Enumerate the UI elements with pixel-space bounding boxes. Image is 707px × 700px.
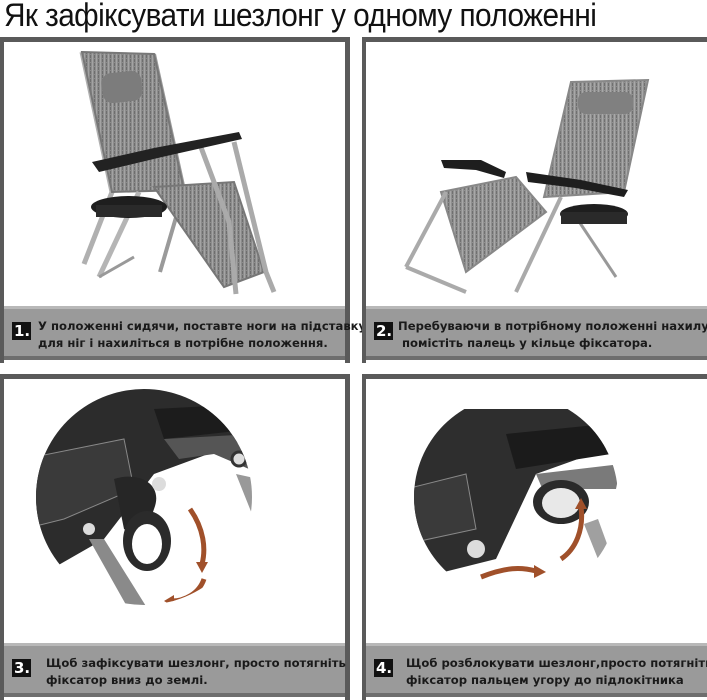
lock-lever-closeup-down-image [36, 389, 252, 605]
step-text-line: фіксатор пальцем угору до підлокітника [406, 673, 684, 687]
lock-lever-closeup-up-image [414, 395, 618, 599]
step-number-badge: 2. [374, 322, 393, 340]
step-text: Перебуваючи в потрібному положенні нахил… [398, 318, 707, 352]
step-text: У положенні сидячи, поставте ноги на під… [38, 318, 366, 352]
step-caption-1: 1. У положенні сидячи, поставте ноги на … [4, 306, 366, 360]
step-caption-2: 2. Перебуваючи в потрібному положенні на… [366, 306, 707, 360]
step-panel-3: 3. Щоб зафіксувати шезлонг, просто потяг… [0, 374, 350, 700]
step-panel-1: 1. У положенні сидячи, поставте ноги на … [0, 37, 366, 363]
step-caption-4: 4. Щоб розблокувати шезлонг,просто потяг… [366, 643, 707, 697]
step-panel-2: 2. Перебуваючи в потрібному положенні на… [362, 37, 707, 363]
step-text-line: фіксатор вниз до землі. [46, 673, 208, 687]
step-text: Щоб розблокувати шезлонг,просто потягніт… [406, 655, 707, 689]
step-text-line: помістіть палець у кільце фіксатора. [398, 336, 653, 350]
step-number-badge: 1. [12, 322, 31, 340]
step-text-line: Перебуваючи в потрібному положенні нахил… [398, 319, 707, 333]
page-title: Як зафіксувати шезлонг у одному положенн… [4, 0, 597, 33]
step-text-line: Щоб зафіксувати шезлонг, просто потягніт… [46, 656, 346, 670]
step-panel-4: 4. Щоб розблокувати шезлонг,просто потяг… [362, 374, 707, 700]
step-text-line: Щоб розблокувати шезлонг,просто потягніт… [406, 656, 707, 670]
step-text-line: У положенні сидячи, поставте ноги на під… [38, 319, 367, 333]
step-text: Щоб зафіксувати шезлонг, просто потягніт… [46, 655, 346, 689]
step-caption-3: 3. Щоб зафіксувати шезлонг, просто потяг… [4, 643, 346, 697]
step-number-badge: 4. [374, 659, 393, 677]
reclining-chair-upright-image [79, 50, 277, 295]
step-text-line: для ніг і нахиліться в потрібне положенн… [38, 336, 328, 350]
step-number-badge: 3. [12, 659, 31, 677]
reclining-chair-reclined-image [404, 78, 650, 294]
